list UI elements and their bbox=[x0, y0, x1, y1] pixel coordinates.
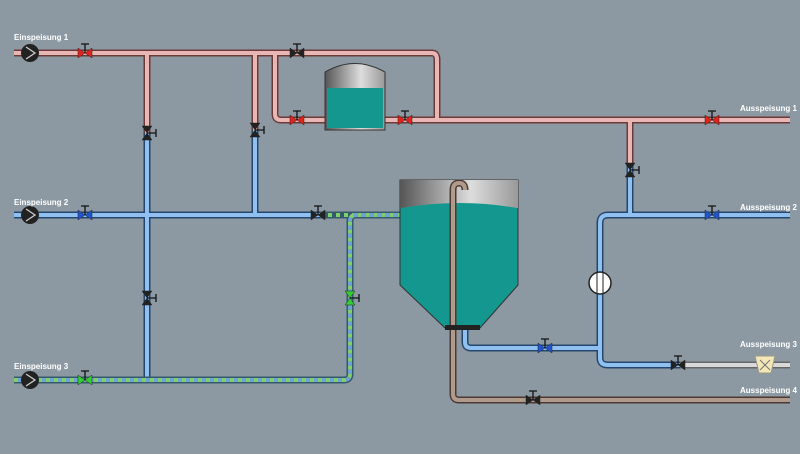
valve-icon[interactable] bbox=[249, 122, 265, 138]
pump-icon-2 bbox=[21, 206, 39, 224]
storage-tank-1[interactable] bbox=[324, 63, 386, 131]
consumer-x-icon[interactable] bbox=[754, 355, 776, 374]
valve-icon[interactable] bbox=[397, 110, 413, 126]
pump-icon-1 bbox=[21, 44, 39, 62]
valve-icon[interactable] bbox=[537, 338, 553, 354]
valve-icon[interactable] bbox=[670, 355, 686, 371]
valve-icon[interactable] bbox=[704, 110, 720, 126]
label-einspeisung-1: Einspeisung 1 bbox=[14, 33, 69, 42]
cold-pipes bbox=[14, 130, 790, 380]
valve-icon[interactable] bbox=[289, 110, 305, 126]
label-einspeisung-2: Einspeisung 2 bbox=[14, 198, 69, 207]
label-ausspeisung-2: Ausspeisung 2 bbox=[740, 203, 797, 212]
valve-icon[interactable] bbox=[141, 290, 157, 306]
valve-icon[interactable] bbox=[344, 290, 360, 306]
flow-meter-icon[interactable] bbox=[588, 271, 612, 295]
valve-icon[interactable] bbox=[704, 205, 720, 221]
valve-icon[interactable] bbox=[525, 390, 541, 406]
label-ausspeisung-1: Ausspeisung 1 bbox=[740, 104, 797, 113]
valve-icon[interactable] bbox=[77, 43, 93, 59]
valve-icon[interactable] bbox=[141, 125, 157, 141]
hot-pipes bbox=[14, 49, 790, 165]
label-ausspeisung-4: Ausspeisung 4 bbox=[740, 386, 797, 395]
mixing-tank[interactable] bbox=[399, 179, 519, 330]
label-einspeisung-3: Einspeisung 3 bbox=[14, 362, 69, 371]
valve-icon[interactable] bbox=[289, 43, 305, 59]
pump-icon-3 bbox=[21, 371, 39, 389]
valve-icon[interactable] bbox=[77, 370, 93, 386]
label-ausspeisung-3: Ausspeisung 3 bbox=[740, 340, 797, 349]
mixed-pipes bbox=[14, 211, 400, 384]
valve-icon[interactable] bbox=[624, 162, 640, 178]
valve-icon[interactable] bbox=[77, 205, 93, 221]
valve-icon[interactable] bbox=[310, 205, 326, 221]
